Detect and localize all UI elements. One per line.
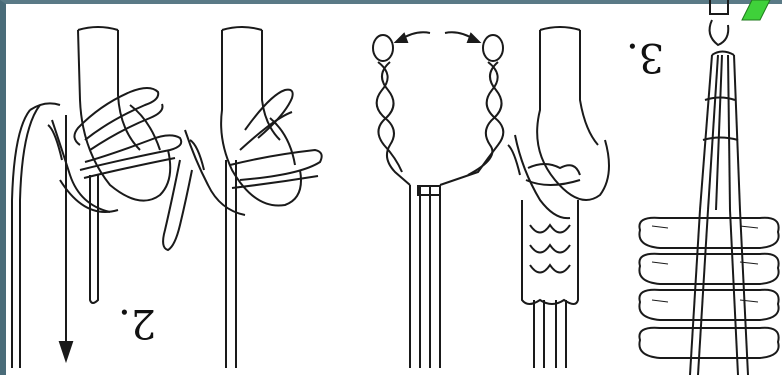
twisted-rope-left [373, 35, 420, 368]
panel-3-chain [373, 32, 503, 368]
step-label-3: 3. [626, 34, 664, 80]
rope-left-b [163, 90, 322, 368]
twisted-rope-right [430, 35, 503, 368]
panel-3-hook [508, 27, 609, 368]
corner-accent-icon [742, 0, 770, 20]
panel-2 [12, 27, 322, 368]
spread-arrows [396, 32, 479, 42]
sack-stack [639, 218, 778, 358]
step-label-2: 2. [118, 300, 156, 346]
